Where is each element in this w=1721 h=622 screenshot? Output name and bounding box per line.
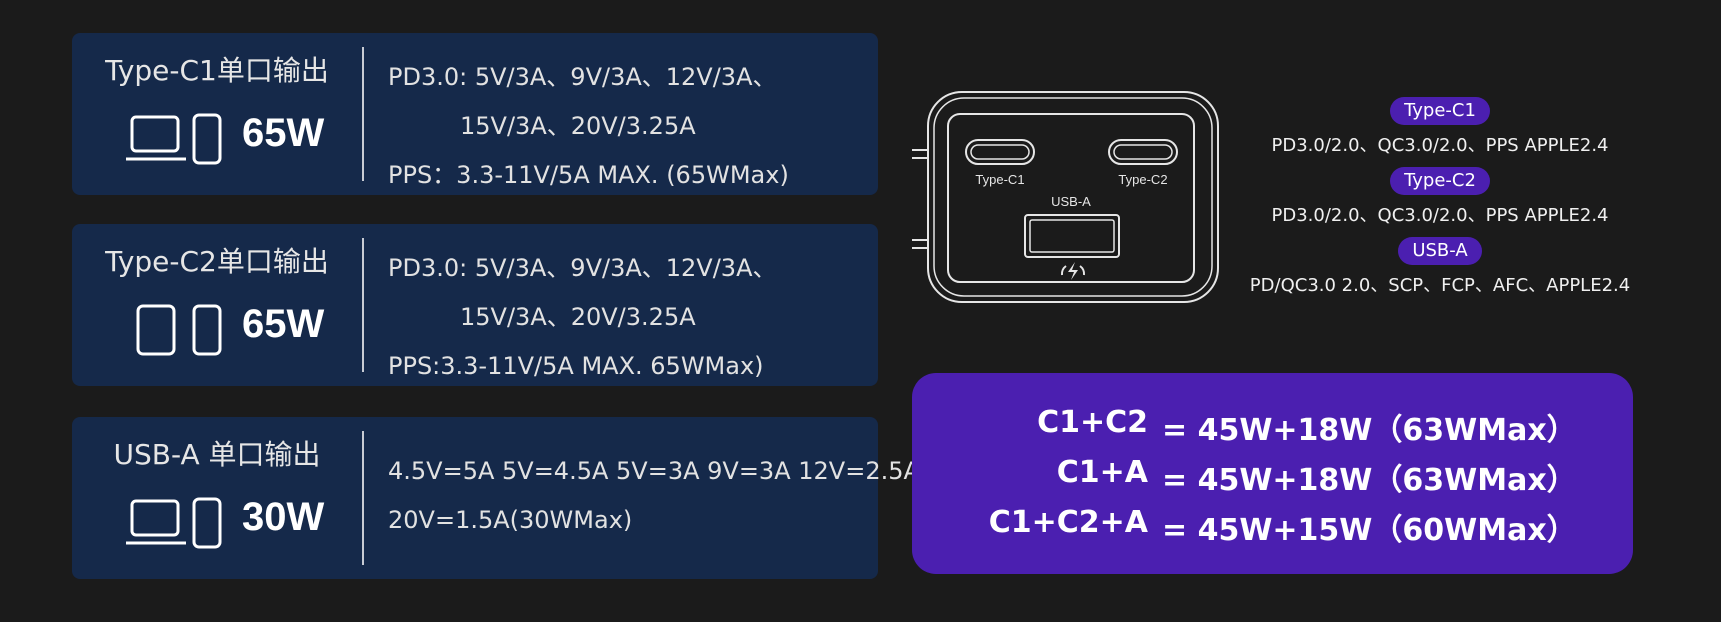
spec-list: PD3.0: 5V/3A、9V/3A、12V/3A、 15V/3A、20V/3.… (388, 244, 777, 391)
port-label-c1: Type-C1 (975, 172, 1024, 187)
combo-ports: C1+A (1056, 455, 1148, 490)
watt-value: 30W (242, 495, 325, 539)
spec-line: PPS：3.3-11V/5A MAX. (65WMax) (388, 161, 789, 189)
protocol-desc: PD/QC3.0 2.0、SCP、FCP、AFC、APPLE2.4 (1249, 275, 1631, 296)
spec-line: PD3.0: 5V/3A、9V/3A、12V/3A、 (388, 254, 777, 282)
output-panel-type-c1: Type-C1单口输出 65W PD3.0: 5V/3A、9V/3A、12V/3… (72, 33, 878, 195)
port-pill: Type-C1 (1390, 97, 1490, 125)
output-panel-usb-a: USB-A 单口输出 30W 4.5V=5A 5V=4.5A 5V=3A 9V=… (72, 417, 920, 579)
mode-title: Type-C2单口输出 (105, 245, 329, 278)
spec-line: 20V=1.5A(30WMax) (388, 506, 633, 534)
combo-power: = 45W+18W（63WMax） (1162, 463, 1577, 498)
combined-output-panel: C1+C2 = 45W+18W（63WMax） C1+A = 45W+18W（6… (912, 373, 1633, 574)
port-pill: Type-C2 (1390, 167, 1490, 195)
spec-list: PD3.0: 5V/3A、9V/3A、12V/3A、 15V/3A、20V/3.… (388, 53, 789, 200)
combo-ports: C1+C2+A (988, 505, 1148, 540)
tablet-phone-icon (136, 304, 222, 356)
output-panel-left: USB-A 单口输出 30W (72, 417, 362, 579)
port-label-a: USB-A (1051, 194, 1091, 209)
combo-row: C1+C2+A = 45W+15W（60WMax） (912, 505, 1633, 555)
combo-row: C1+A = 45W+18W（63WMax） (912, 455, 1633, 505)
spec-line: 4.5V=5A 5V=4.5A 5V=3A 9V=3A 12V=2.5A (388, 457, 920, 485)
protocol-desc: PD3.0/2.0、QC3.0/2.0、PPS APPLE2.4 (1271, 135, 1609, 156)
charger-illustration: Type-C1 Type-C2 USB-A (912, 91, 1219, 303)
output-panel-left: Type-C2单口输出 65W (72, 224, 362, 386)
mode-title: USB-A 单口输出 (113, 438, 321, 471)
output-panel-left: Type-C1单口输出 65W (72, 33, 362, 195)
divider (362, 431, 364, 565)
divider (362, 238, 364, 372)
combo-power: = 45W+18W（63WMax） (1162, 413, 1577, 448)
spec-line: PD3.0: 5V/3A、9V/3A、12V/3A、 (388, 63, 777, 91)
fast-charge-icon (1060, 262, 1086, 280)
port-label-c2: Type-C2 (1118, 172, 1167, 187)
port-pill: USB-A (1398, 237, 1482, 265)
combo-ports: C1+C2 (1037, 405, 1148, 440)
mode-title: Type-C1单口输出 (105, 54, 329, 87)
combo-power: = 45W+15W（60WMax） (1162, 513, 1577, 548)
protocol-usb-a: USB-A PD/QC3.0 2.0、SCP、FCP、AFC、APPLE2.4 (1230, 237, 1650, 297)
combo-row: C1+C2 = 45W+18W（63WMax） (912, 405, 1633, 455)
protocol-type-c1: Type-C1 PD3.0/2.0、QC3.0/2.0、PPS APPLE2.4 (1230, 97, 1650, 157)
laptop-phone-icon (126, 497, 222, 549)
spec-line: PPS:3.3-11V/5A MAX. 65WMax) (388, 352, 764, 380)
watt-value: 65W (242, 302, 325, 346)
watt-value: 65W (242, 111, 325, 155)
laptop-phone-icon (126, 113, 222, 165)
protocol-desc: PD3.0/2.0、QC3.0/2.0、PPS APPLE2.4 (1271, 205, 1609, 226)
spec-line: 15V/3A、20V/3.25A (460, 112, 696, 140)
divider (362, 47, 364, 181)
output-panel-type-c2: Type-C2单口输出 65W PD3.0: 5V/3A、9V/3A、12V/3… (72, 224, 878, 386)
spec-list: 4.5V=5A 5V=4.5A 5V=3A 9V=3A 12V=2.5A 20V… (388, 447, 920, 545)
spec-line: 15V/3A、20V/3.25A (460, 303, 696, 331)
protocol-type-c2: Type-C2 PD3.0/2.0、QC3.0/2.0、PPS APPLE2.4 (1230, 167, 1650, 227)
